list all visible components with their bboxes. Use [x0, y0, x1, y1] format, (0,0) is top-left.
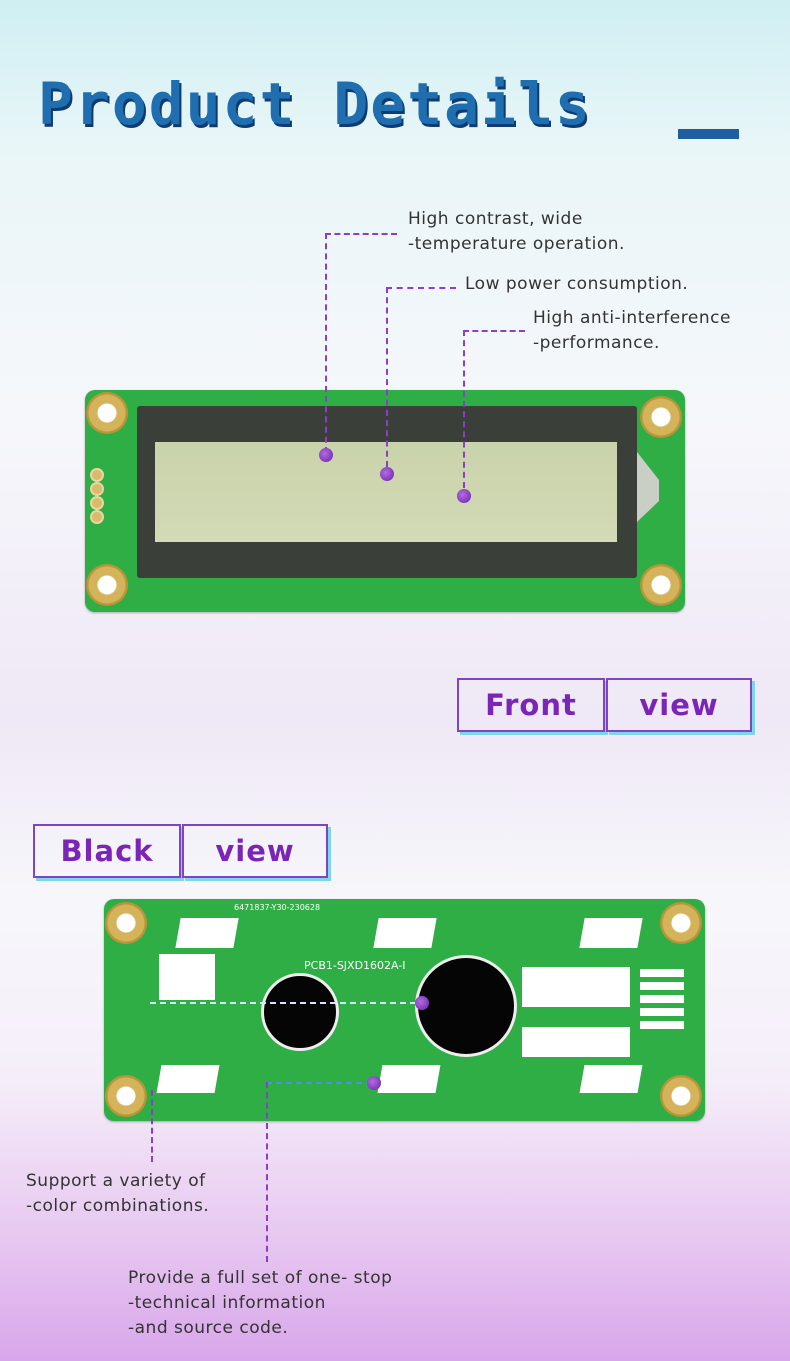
mount-hole-icon: [660, 1075, 702, 1117]
back-view-tag-word1: Black: [33, 824, 181, 878]
callout-interference-line2: -performance.: [533, 333, 660, 353]
connector-pad: [156, 1065, 220, 1093]
callout-power: Low power consumption.: [465, 272, 688, 297]
leader-line: [151, 1090, 153, 1162]
front-pcb: [85, 390, 685, 612]
connector-pad: [175, 918, 239, 948]
callout-support: Provide a full set of one- stop -technic…: [128, 1266, 392, 1341]
leader-line: [150, 1002, 416, 1004]
mount-hole-icon: [640, 396, 682, 438]
callout-support-line1: Provide a full set of one- stop: [128, 1268, 393, 1288]
mount-hole-icon: [105, 902, 147, 944]
callout-contrast-line1: High contrast, wide: [408, 209, 583, 229]
back-pcb: 6471837-Y30-230628 PCB1-SJXD1602A-I: [104, 899, 705, 1121]
leader-line: [463, 330, 525, 332]
front-view-tag-word2: view: [606, 678, 752, 732]
back-view-tag-word2: view: [182, 824, 328, 878]
chip-blob-u2: [415, 955, 517, 1057]
callout-support-line2: -technical information: [128, 1293, 326, 1313]
callout-interference-line1: High anti-interference: [533, 308, 731, 328]
marker-dot-icon: [319, 448, 333, 462]
pcb-label: PCB1-SJXD1602A-I: [304, 959, 406, 972]
component-block: [522, 1027, 630, 1057]
marker-dot-icon: [457, 489, 471, 503]
leader-line: [325, 233, 327, 453]
callout-contrast-line2: -temperature operation.: [408, 234, 625, 254]
callout-contrast: High contrast, wide -temperature operati…: [408, 207, 625, 257]
callout-colors: Support a variety of -color combinations…: [26, 1169, 209, 1219]
marker-dot-icon: [367, 1076, 381, 1090]
connector-pad: [579, 1065, 643, 1093]
pin-icon: [90, 510, 104, 524]
callout-colors-line2: -color combinations.: [26, 1196, 210, 1216]
mount-hole-icon: [86, 392, 128, 434]
leader-line: [463, 330, 465, 488]
chip-blob-u3: [261, 973, 339, 1051]
front-view-tag-word1: Front: [457, 678, 605, 732]
leader-line: [386, 287, 456, 289]
marker-dot-icon: [415, 996, 429, 1010]
connector-pad: [377, 1065, 441, 1093]
callout-colors-line1: Support a variety of: [26, 1171, 206, 1191]
mount-hole-icon: [640, 564, 682, 606]
leader-line: [266, 1082, 268, 1262]
leader-line: [266, 1082, 372, 1084]
pcb-code: 6471837-Y30-230628: [234, 903, 321, 912]
connector-pins: [640, 969, 684, 1029]
component-block: [159, 954, 215, 1000]
backlight-tab: [637, 452, 659, 522]
mount-hole-icon: [105, 1075, 147, 1117]
mount-hole-icon: [660, 902, 702, 944]
callout-support-line3: -and source code.: [128, 1318, 289, 1338]
leader-line: [386, 287, 388, 467]
callout-interference: High anti-interference -performance.: [533, 306, 731, 356]
connector-pad: [373, 918, 437, 948]
page-title: Product Details: [38, 70, 592, 138]
connector-pad: [579, 918, 643, 948]
leader-line: [325, 233, 397, 235]
component-block: [522, 967, 630, 1007]
pin-icon: [90, 482, 104, 496]
callout-power-line1: Low power consumption.: [465, 274, 689, 294]
marker-dot-icon: [380, 467, 394, 481]
pin-icon: [90, 468, 104, 482]
title-underline-bar: [678, 129, 739, 139]
pin-icon: [90, 496, 104, 510]
mount-hole-icon: [86, 564, 128, 606]
